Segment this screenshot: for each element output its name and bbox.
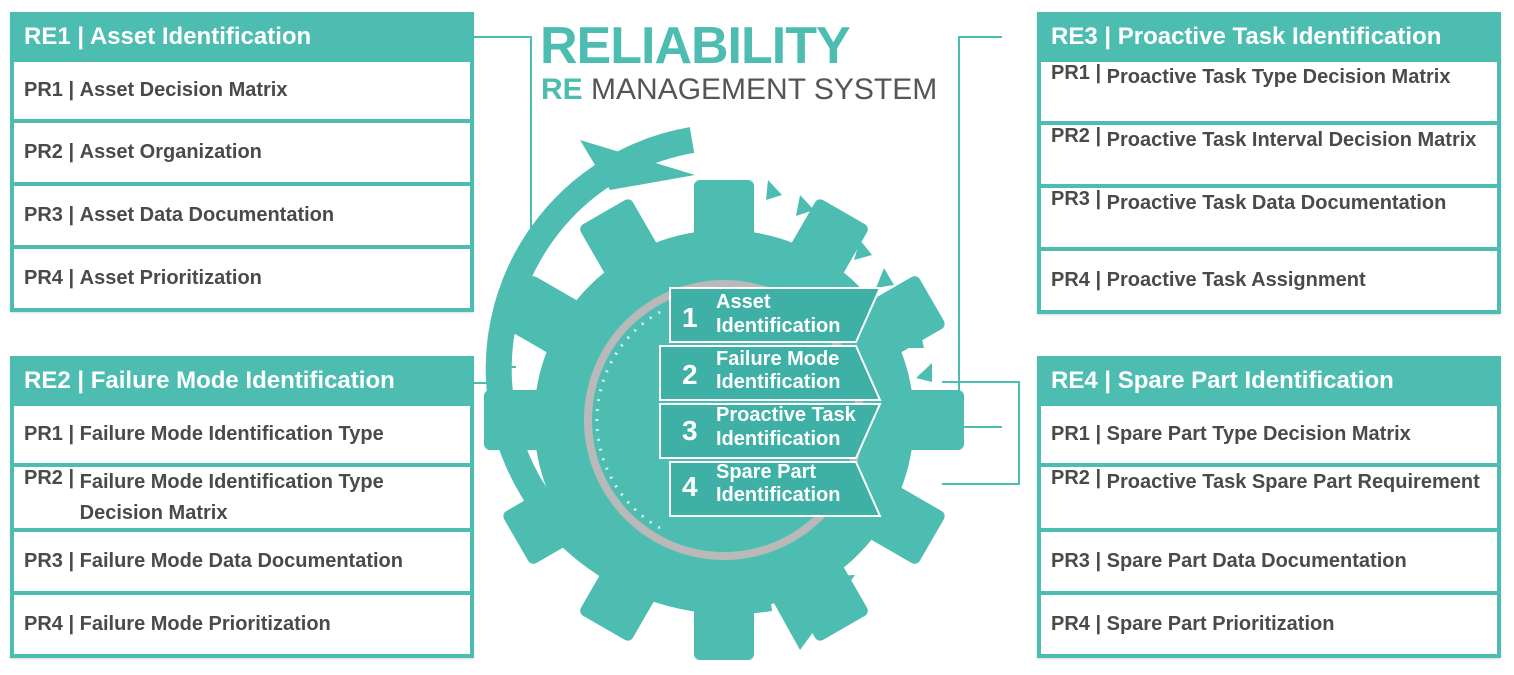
item-code: PR2 | [1051,125,1107,147]
item-text: Asset Data Documentation [79,204,335,226]
step-3-number: 3 [682,415,698,446]
step-3-line2: Identification [716,428,840,450]
item-text: Failure Mode Identification Type Decisio… [79,471,384,524]
panel-re2: RE2 | Failure Mode Identification PR1 | … [10,356,474,658]
step-4-line2: Identification [716,484,840,506]
item-code: PR1 | [1051,62,1107,84]
list-item: PR1 | Failure Mode Identification Type [14,406,470,463]
item-code: PR2 | [24,141,80,163]
item-code: PR4 | [24,613,80,635]
connector-re4-v [1018,381,1022,483]
panel-header: RE3 | Proactive Task Identification [1051,23,1442,50]
item-text: Proactive Task Spare Part Requirement [1106,471,1480,493]
panel-header: RE2 | Failure Mode Identification [24,367,395,394]
item-text: Failure Mode Prioritization [79,613,331,635]
connector-re1 [474,36,532,314]
list-item: PR4 | Failure Mode Prioritization [14,595,470,654]
ring-arrow-top [580,140,695,190]
item-text: Failure Mode Data Documentation [79,550,403,572]
list-item: PR1 | Asset Decision Matrix [14,62,470,119]
item-text: Asset Decision Matrix [79,79,288,101]
step-4-line1: Spare Part [716,461,816,483]
connector-re3 [958,36,1002,428]
step-1-number: 1 [682,302,698,333]
item-code: PR2 | [24,467,80,489]
list-item: PR1 | Spare Part Type Decision Matrix [1041,406,1497,463]
item-text: Proactive Task Assignment [1106,269,1366,291]
item-code: PR1 | [1051,423,1107,445]
title-reliability: RELIABILITY [540,17,851,75]
step-3-line1: Proactive Task [716,404,857,426]
list-item: PR2 | Proactive Task Spare Part Requirem… [1041,467,1497,528]
item-code: PR3 | [1051,550,1107,572]
item-code: PR4 | [1051,269,1107,291]
step-band-4 [669,461,882,517]
list-item: PR2 | Failure Mode Identification Type D… [14,467,470,528]
step-2-number: 2 [682,359,698,390]
item-text: Spare Part Prioritization [1106,613,1335,635]
list-item: PR2 | Asset Organization [14,123,470,182]
title-management: MANAGEMENT SYSTEM [591,73,938,106]
step-band-3 [659,403,882,459]
item-text: Failure Mode Identification Type [79,423,384,445]
list-item: PR3 | Asset Data Documentation [14,186,470,245]
step-4-number: 4 [682,471,698,502]
step-labels: 1 Asset Identification 2 Failure Mode Id… [682,291,857,506]
step-1-line1: Asset [716,291,771,313]
item-text: Spare Part Type Decision Matrix [1106,423,1411,445]
step-band-1 [669,287,882,343]
title-re: RE [541,73,583,106]
item-text: Asset Prioritization [79,267,262,289]
connector-re4 [942,381,1020,485]
item-code: PR4 | [1051,613,1107,635]
item-text: Spare Part Data Documentation [1106,550,1407,572]
step-2-line1: Failure Mode [716,348,839,370]
item-code: PR4 | [24,267,80,289]
item-text: Proactive Task Interval Decision Matrix [1106,129,1477,151]
list-item: PR4 | Spare Part Prioritization [1041,595,1497,654]
panel-header: RE4 | Spare Part Identification [1051,367,1394,394]
panel-re1: RE1 | Asset Identification PR1 | Asset D… [10,12,474,312]
list-item: PR3 | Proactive Task Data Documentation [1041,188,1497,247]
panel-re3: RE3 | Proactive Task Identification PR1 … [1037,12,1501,314]
step-band-2 [659,345,882,401]
item-text: Proactive Task Data Documentation [1106,192,1447,214]
step-1-line2: Identification [716,315,840,337]
panel-header: RE1 | Asset Identification [24,23,312,50]
list-item: PR1 | Proactive Task Type Decision Matri… [1041,62,1497,121]
panel-re4: RE4 | Spare Part Identification PR1 | Sp… [1037,356,1501,658]
item-code: PR1 | [24,423,80,445]
title-management-system: RE MANAGEMENT SYSTEM [541,73,937,107]
item-code: PR3 | [24,204,80,226]
list-item: PR4 | Asset Prioritization [14,249,470,308]
item-code: PR3 | [1051,188,1107,210]
item-text: Proactive Task Type Decision Matrix [1106,66,1451,88]
item-text: Asset Organization [79,141,262,163]
item-code: PR1 | [24,79,80,101]
gear-cycle-graphic: 1 Asset Identification 2 Failure Mode Id… [484,127,964,660]
item-code: PR2 | [1051,467,1107,489]
list-item: PR3 | Failure Mode Data Documentation [14,532,470,591]
list-item: PR2 | Proactive Task Interval Decision M… [1041,125,1497,184]
step-2-line2: Identification [716,371,840,393]
list-item: PR3 | Spare Part Data Documentation [1041,532,1497,591]
step-bands [659,287,882,517]
list-item: PR4 | Proactive Task Assignment [1041,251,1497,310]
item-code: PR3 | [24,550,80,572]
